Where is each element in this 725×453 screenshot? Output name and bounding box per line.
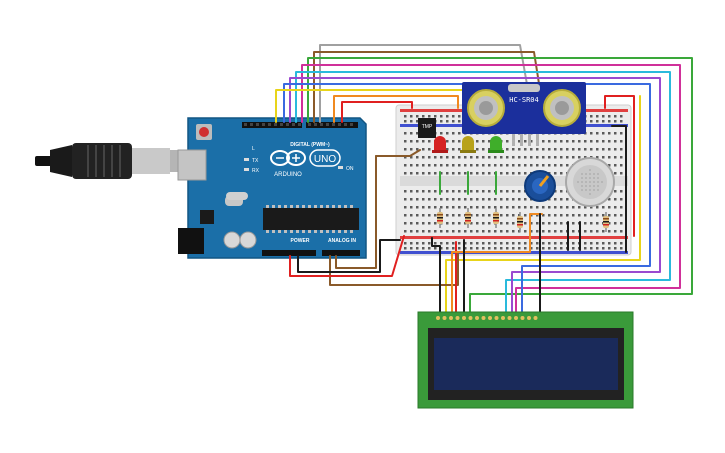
temperature-sensor: TMP — [418, 118, 436, 138]
wire-black-power — [297, 239, 401, 273]
wire-brown-analog — [329, 251, 459, 286]
wire-red-top — [341, 101, 413, 123]
ultrasonic-label: HC-SR04 — [509, 96, 539, 104]
wire-orange-lcd — [451, 213, 543, 317]
power-jack — [178, 228, 204, 254]
wire-purple — [289, 77, 661, 317]
wire-brown-temp-2 — [335, 155, 377, 269]
wire-red-power — [289, 235, 405, 277]
arduino-logo — [270, 149, 341, 167]
wire-cyan — [295, 71, 671, 317]
microcontroller-chip — [263, 208, 359, 230]
digital-header-label: DIGITAL (PWM~) — [290, 142, 330, 148]
rx-label: RX — [252, 168, 260, 174]
led-green — [488, 136, 504, 153]
wire-orange — [333, 95, 459, 123]
arduino-brand-label: ARDUINO — [274, 172, 302, 178]
lcd-display — [417, 311, 634, 409]
wire-brown-temp — [375, 149, 421, 157]
resistors — [437, 208, 609, 232]
tx-label: TX — [252, 158, 259, 164]
wire-green — [307, 57, 693, 317]
led-red — [432, 136, 448, 153]
wire-yellow — [275, 89, 463, 123]
wire-black-right — [611, 125, 627, 253]
arduino-model-label: UNO — [314, 154, 336, 165]
analog-header-label: ANALOG IN — [328, 238, 356, 244]
temperature-sensor-label: TMP — [422, 124, 433, 130]
l-label: L — [252, 146, 255, 152]
lcd-screen — [434, 338, 618, 390]
arduino-uno-board: UNO ARDUINO DIGITAL (PWM~) POWER ANALOG … — [177, 117, 367, 259]
usb-cable — [35, 143, 194, 179]
wire-black-lcd1 — [431, 237, 441, 317]
wire-red-right — [604, 95, 635, 237]
wire-yellow-2 — [445, 95, 641, 317]
wire-magenta — [301, 64, 681, 317]
ultrasonic-sensor: HC-SR04 — [462, 82, 586, 146]
led-yellow — [460, 136, 476, 153]
wires — [275, 44, 693, 317]
potentiometer[interactable] — [524, 170, 556, 202]
on-label: ON — [346, 166, 354, 172]
power-header-label: POWER — [291, 238, 310, 244]
gas-sensor — [565, 157, 615, 207]
